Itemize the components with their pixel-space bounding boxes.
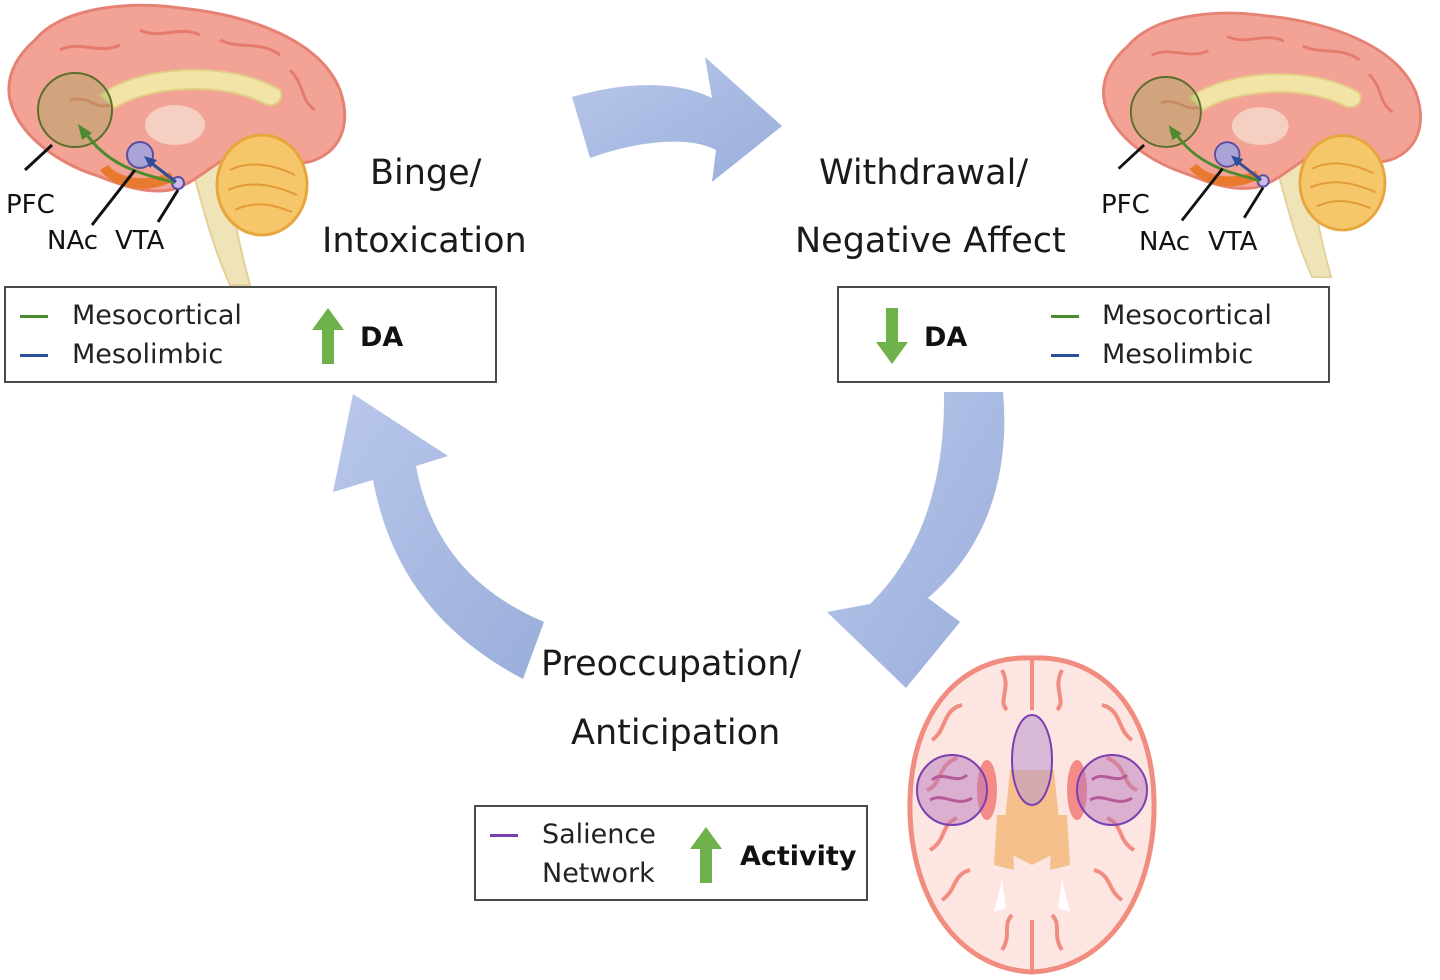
preoccupation-legend-box: Salience Network Activity	[474, 805, 868, 901]
mesolimbic-legend-swatch	[20, 354, 48, 357]
curved-arrow-icon-left	[333, 394, 544, 679]
sagittal-brain-illustration-right	[1102, 11, 1422, 279]
pfc-label-right: PFC	[1101, 190, 1150, 220]
preoccupation-stage-title-line2: Anticipation	[571, 713, 781, 753]
up-arrow-icon	[690, 827, 722, 883]
withdrawal-legend-box: DA Mesocortical Mesolimbic	[837, 286, 1330, 383]
curved-arrow-icon-top	[572, 57, 782, 182]
mesocortical-legend-swatch	[1051, 315, 1079, 318]
curved-arrow-icon-right	[827, 392, 1005, 688]
salience-network-legend-label-line1: Salience	[542, 819, 656, 850]
nac-label-right: NAc	[1139, 227, 1191, 257]
sagittal-brain-illustration-left	[7, 3, 347, 286]
mesocortical-legend-label: Mesocortical	[72, 300, 242, 331]
down-arrow-icon	[876, 308, 908, 364]
activity-label: Activity	[740, 841, 857, 872]
preoccupation-stage-title-line1: Preoccupation/	[541, 644, 802, 684]
mesocortical-legend-swatch	[20, 315, 48, 318]
nac-label-left: NAc	[47, 226, 99, 256]
mesolimbic-legend-swatch	[1051, 354, 1079, 357]
salience-network-legend-label-line2: Network	[542, 858, 655, 889]
withdrawal-stage-title-line2: Negative Affect	[795, 221, 1066, 261]
binge-stage-title-line2: Intoxication	[322, 221, 527, 261]
mesolimbic-legend-label: Mesolimbic	[72, 339, 224, 370]
binge-stage-title-line1: Binge/	[370, 153, 482, 193]
mesocortical-legend-label: Mesocortical	[1102, 300, 1272, 331]
vta-label-right: VTA	[1208, 227, 1258, 257]
binge-legend-box: Mesocortical Mesolimbic DA	[4, 286, 497, 383]
mesolimbic-legend-label: Mesolimbic	[1102, 339, 1254, 370]
dopamine-label: DA	[924, 322, 968, 353]
axial-brain-illustration	[907, 655, 1157, 975]
withdrawal-stage-title-line1: Withdrawal/	[819, 153, 1029, 193]
pfc-label-left: PFC	[6, 190, 55, 220]
dopamine-label: DA	[360, 322, 404, 353]
salience-network-legend-swatch	[490, 834, 518, 837]
up-arrow-icon	[312, 308, 344, 364]
vta-label-left: VTA	[115, 226, 165, 256]
